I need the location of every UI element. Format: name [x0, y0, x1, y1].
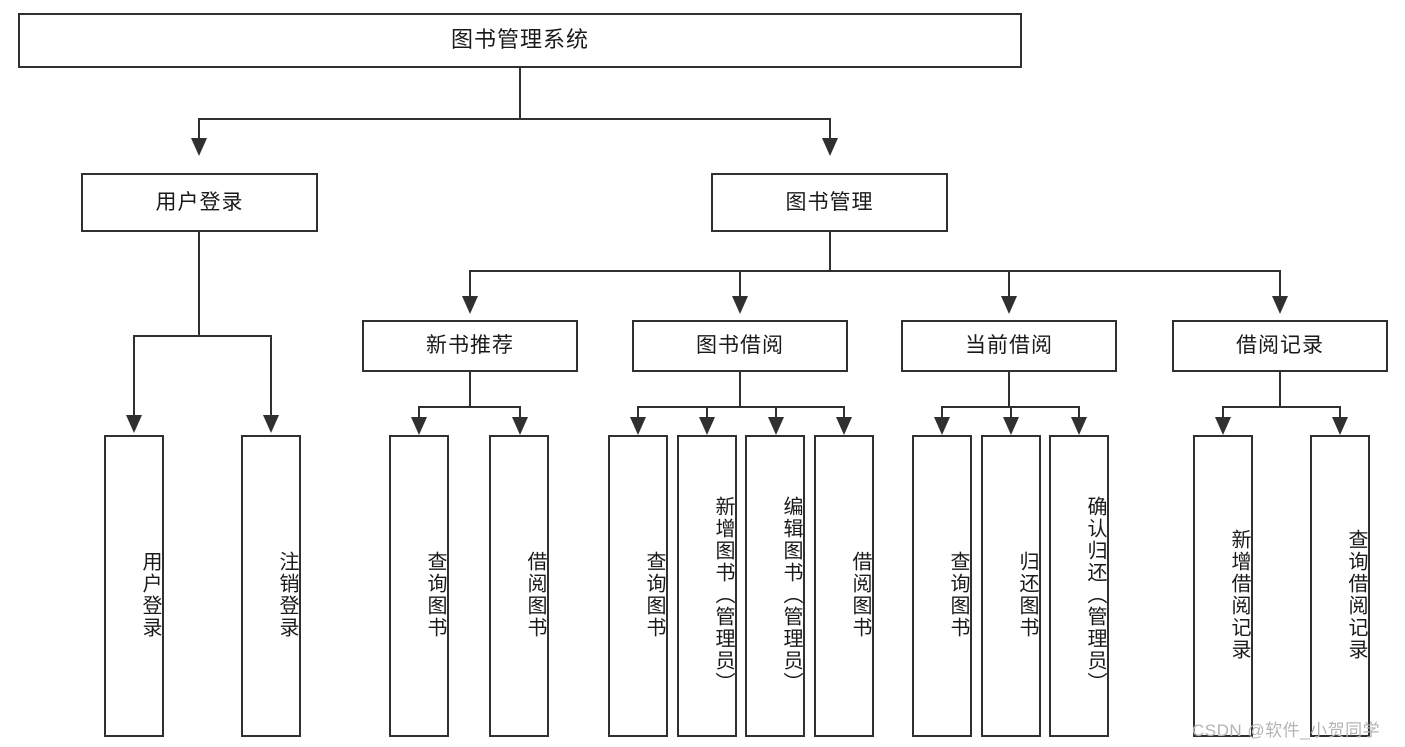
connector-current-borrow-stem — [1008, 372, 1010, 406]
arrowhead-root-to-book-mgmt — [822, 138, 838, 156]
leaf-borrow-book-recommend: 借阅图书 — [489, 435, 549, 737]
connector-new-book-leaf-1 — [418, 406, 420, 419]
connector-borrow-record-leaf-1 — [1222, 406, 1224, 419]
connector-book-mgmt-to-borrow-record — [1279, 270, 1281, 298]
connector-root-to-book-mgmt — [829, 118, 831, 140]
leaf-query-book-recommend: 查询图书 — [389, 435, 449, 737]
arrowhead-book-borrow-leaf-2 — [699, 417, 715, 435]
leaf-add-borrow-record: 新增借阅记录 — [1193, 435, 1253, 737]
connector-book-borrow-leaf-1 — [637, 406, 639, 419]
connector-book-borrow-leaf-2 — [706, 406, 708, 419]
leaf-confirm-return-admin: 确认归还（管理员） — [1049, 435, 1109, 737]
connector-current-borrow-leaf-1 — [941, 406, 943, 419]
connector-new-book-bus — [418, 406, 521, 408]
connector-current-borrow-leaf-2 — [1010, 406, 1012, 419]
leaf-query-book-borrow: 查询图书 — [608, 435, 668, 737]
arrowhead-book-mgmt-to-book-borrow — [732, 296, 748, 314]
arrowhead-user-login-leaf-1 — [126, 415, 142, 433]
connector-book-mgmt-to-current-borrow — [1008, 270, 1010, 298]
node-book-borrow: 图书借阅 — [632, 320, 848, 372]
leaf-logout: 注销登录 — [241, 435, 301, 737]
connector-user-login-bus — [133, 335, 272, 337]
connector-root-bus — [198, 118, 831, 120]
arrowhead-root-to-user-login — [191, 138, 207, 156]
arrowhead-current-borrow-leaf-3 — [1071, 417, 1087, 435]
connector-borrow-record-bus — [1222, 406, 1339, 408]
connector-borrow-record-stem — [1279, 372, 1281, 406]
leaf-user-login: 用户登录 — [104, 435, 164, 737]
arrowhead-book-mgmt-to-new-book — [462, 296, 478, 314]
connector-book-mgmt-bus — [469, 270, 1280, 272]
connector-user-login-leaf-2 — [270, 335, 272, 417]
node-book-management: 图书管理 — [711, 173, 948, 232]
connector-current-borrow-bus — [941, 406, 1078, 408]
arrowhead-new-book-leaf-1 — [411, 417, 427, 435]
node-user-login: 用户登录 — [81, 173, 318, 232]
connector-new-book-leaf-2 — [519, 406, 521, 419]
arrowhead-user-login-leaf-2 — [263, 415, 279, 433]
connector-root-to-user-login — [198, 118, 200, 140]
leaf-borrow-book: 借阅图书 — [814, 435, 874, 737]
connector-user-login-leaf-1 — [133, 335, 135, 417]
arrowhead-book-mgmt-to-current-borrow — [1001, 296, 1017, 314]
connector-new-book-stem — [469, 372, 471, 406]
node-borrow-record: 借阅记录 — [1172, 320, 1388, 372]
arrowhead-book-borrow-leaf-4 — [836, 417, 852, 435]
leaf-edit-book-admin: 编辑图书（管理员） — [745, 435, 805, 737]
arrowhead-current-borrow-leaf-2 — [1003, 417, 1019, 435]
arrowhead-borrow-record-leaf-1 — [1215, 417, 1231, 435]
leaf-query-borrow-record: 查询借阅记录 — [1310, 435, 1370, 737]
connector-root-stem — [519, 68, 521, 118]
connector-book-mgmt-stem — [829, 232, 831, 270]
arrowhead-new-book-leaf-2 — [512, 417, 528, 435]
arrowhead-book-borrow-leaf-1 — [630, 417, 646, 435]
connector-user-login-stem — [198, 232, 200, 335]
connector-book-mgmt-to-new-book — [469, 270, 471, 298]
connector-current-borrow-leaf-3 — [1078, 406, 1080, 419]
arrowhead-borrow-record-leaf-2 — [1332, 417, 1348, 435]
arrowhead-book-borrow-leaf-3 — [768, 417, 784, 435]
node-new-book-recommend: 新书推荐 — [362, 320, 578, 372]
leaf-add-book-admin: 新增图书（管理员） — [677, 435, 737, 737]
connector-book-borrow-leaf-3 — [775, 406, 777, 419]
node-root-system: 图书管理系统 — [18, 13, 1022, 68]
node-current-borrow: 当前借阅 — [901, 320, 1117, 372]
connector-book-borrow-bus — [637, 406, 844, 408]
connector-book-mgmt-to-book-borrow — [739, 270, 741, 298]
leaf-query-book-current: 查询图书 — [912, 435, 972, 737]
leaf-return-book: 归还图书 — [981, 435, 1041, 737]
connector-borrow-record-leaf-2 — [1339, 406, 1341, 419]
arrowhead-book-mgmt-to-borrow-record — [1272, 296, 1288, 314]
connector-book-borrow-leaf-4 — [843, 406, 845, 419]
arrowhead-current-borrow-leaf-1 — [934, 417, 950, 435]
connector-book-borrow-stem — [739, 372, 741, 406]
